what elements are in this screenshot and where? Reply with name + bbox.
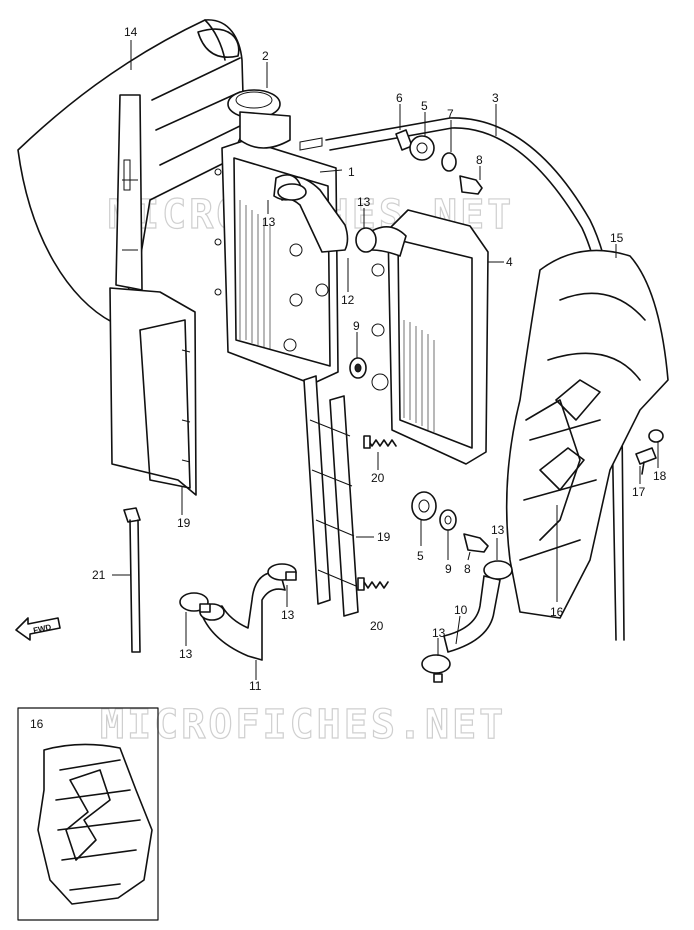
part-5-grommet-top[interactable] xyxy=(409,135,435,161)
part-16-decal[interactable] xyxy=(525,399,581,541)
part-1-radiator-left[interactable] xyxy=(214,139,339,385)
part-10-lower-hose-right[interactable] xyxy=(443,575,501,653)
part-20-spring-lower[interactable] xyxy=(357,577,389,591)
part-11-lower-hose[interactable] xyxy=(199,571,286,661)
inset-box-16: 16 xyxy=(17,707,159,921)
callout-21: 21 xyxy=(92,568,106,582)
callout-5-lower: 5 xyxy=(417,549,424,563)
fwd-arrow: FWD xyxy=(15,617,61,641)
inset-label: 16 xyxy=(30,717,44,731)
part-19-guard-left[interactable] xyxy=(109,287,197,496)
part-9-washer-lower[interactable] xyxy=(439,509,457,531)
part-13-clamp-b[interactable] xyxy=(355,227,377,253)
callout-5-top: 5 xyxy=(421,99,428,113)
callout-13-d: 13 xyxy=(281,608,295,622)
callout-9-upper: 9 xyxy=(353,319,360,333)
callout-19-left: 19 xyxy=(177,516,191,530)
callout-6: 6 xyxy=(396,91,403,105)
callout-1: 1 xyxy=(348,165,355,179)
callout-20-lower: 20 xyxy=(370,619,384,633)
part-5-grommet-lower[interactable] xyxy=(411,491,437,521)
part-13-clamp-a[interactable] xyxy=(277,183,307,201)
callout-7: 7 xyxy=(447,107,454,121)
callout-2: 2 xyxy=(262,49,269,63)
callout-13-c: 13 xyxy=(179,647,193,661)
part-17-bolt[interactable] xyxy=(635,447,657,475)
callout-17: 17 xyxy=(632,485,646,499)
callout-8-lower: 8 xyxy=(464,562,471,576)
fwd-label: FWD xyxy=(32,623,52,636)
part-15-shroud-right[interactable] xyxy=(505,249,669,619)
callout-11: 11 xyxy=(249,679,262,693)
callout-13-f: 13 xyxy=(432,626,446,640)
callout-8-top: 8 xyxy=(476,153,483,167)
callout-14: 14 xyxy=(124,25,138,39)
part-13-clamp-f[interactable] xyxy=(421,654,451,683)
part-13-clamp-c[interactable] xyxy=(179,592,211,613)
part-18-washer[interactable] xyxy=(648,429,664,443)
part-19-guard-center[interactable] xyxy=(303,375,359,617)
callout-13-e: 13 xyxy=(491,523,505,537)
callout-4: 4 xyxy=(506,255,513,269)
part-7-washer[interactable] xyxy=(441,152,457,172)
callout-20-upper: 20 xyxy=(371,471,385,485)
callout-10: 10 xyxy=(454,603,468,617)
callout-15: 15 xyxy=(610,231,624,245)
callout-18: 18 xyxy=(653,469,667,483)
callout-numbers: 14 2 6 5 7 3 8 1 13 13 12 4 15 9 20 19 2… xyxy=(92,25,667,693)
watermark-bottom: MICROFICHES.NET xyxy=(100,702,506,748)
part-8-bolt-lower[interactable] xyxy=(463,533,489,553)
part-13-clamp-d[interactable] xyxy=(267,563,297,581)
part-13-clamp-e[interactable] xyxy=(483,560,513,580)
part-21-cable-tie[interactable] xyxy=(123,507,141,653)
callout-19-center: 19 xyxy=(377,530,391,544)
callout-12: 12 xyxy=(341,293,355,307)
inset-decal-16 xyxy=(37,743,153,905)
callout-13-b: 13 xyxy=(357,195,371,209)
part-2-radiator-cap[interactable] xyxy=(227,89,323,151)
callout-3: 3 xyxy=(492,91,499,105)
part-20-spring-upper[interactable] xyxy=(363,435,397,449)
part-9-washer-upper[interactable] xyxy=(349,357,367,379)
callout-16: 16 xyxy=(550,605,564,619)
part-4-radiator-right[interactable] xyxy=(369,209,489,465)
leader-lines xyxy=(112,40,659,680)
callout-13-a: 13 xyxy=(262,215,276,229)
callout-9-lower: 9 xyxy=(445,562,452,576)
part-8-bolt-top[interactable] xyxy=(459,175,483,195)
